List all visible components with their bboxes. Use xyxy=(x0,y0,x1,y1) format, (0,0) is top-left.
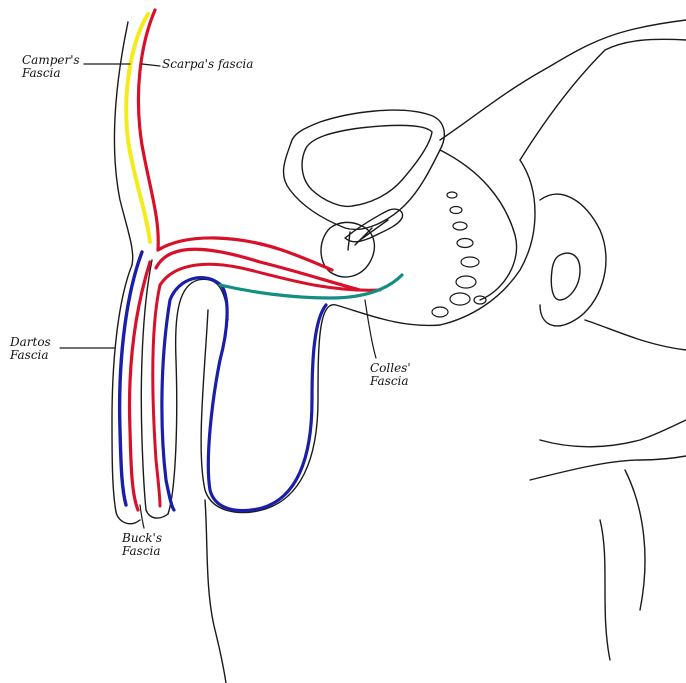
coccyx-segments xyxy=(432,192,486,317)
campers-fascia-line xyxy=(126,14,150,242)
leader-lines xyxy=(60,64,376,528)
bucks-label-line-2: Fascia xyxy=(122,545,162,558)
scarpas-leader xyxy=(142,64,160,66)
campers-label-line-2: Fascia xyxy=(22,67,80,80)
colles-label-line-2: Fascia xyxy=(370,375,411,388)
bucks-fascia-label: Buck's Fascia xyxy=(122,532,162,558)
colles-leader xyxy=(365,300,376,358)
colles-fascia-label: Colles' Fascia xyxy=(370,362,411,388)
scarpas-fascia-label: Scarpa's fascia xyxy=(162,58,253,71)
scarpas-label-line-1: Scarpa's fascia xyxy=(162,58,253,71)
scarpas-fascia-line xyxy=(138,10,332,270)
colles-fascia-line xyxy=(220,275,402,298)
bucks-leader xyxy=(140,505,144,528)
bucks-fascia-inner-line xyxy=(153,285,160,506)
dartos-label-line-2: Fascia xyxy=(10,349,51,362)
dartos-fascia-scrotum-line xyxy=(162,278,326,511)
dartos-fascia-label: Dartos Fascia xyxy=(10,336,51,362)
campers-fascia-label: Camper's Fascia xyxy=(22,54,80,80)
body-outline xyxy=(112,20,686,683)
